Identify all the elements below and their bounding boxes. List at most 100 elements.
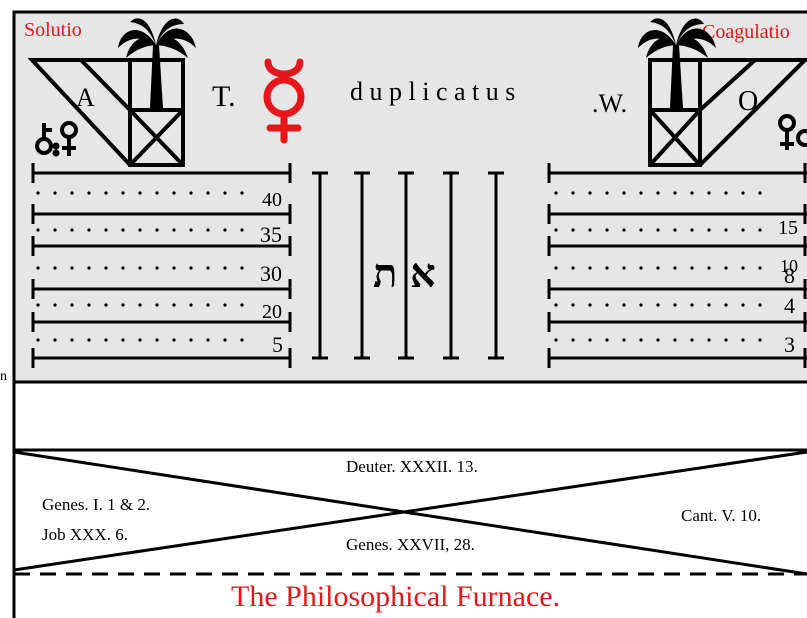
scale-dot <box>673 228 677 232</box>
scale-dot <box>121 303 125 307</box>
scale-dot <box>189 266 193 270</box>
right-scale-mark-10: 10 <box>780 256 798 276</box>
scale-dot <box>622 191 626 195</box>
scale-dot <box>104 266 108 270</box>
scale-dot <box>121 266 125 270</box>
scale-dot <box>554 228 558 232</box>
left-scale-mark-20: 20 <box>262 301 282 323</box>
left-edge-mark: n <box>0 369 7 384</box>
scale-dot <box>571 228 575 232</box>
scale-dot <box>138 338 142 342</box>
scale-dot <box>656 303 660 307</box>
scale-dot <box>189 338 193 342</box>
scale-dot <box>53 338 57 342</box>
scale-dot <box>724 228 728 232</box>
scale-dot <box>622 303 626 307</box>
scale-dot <box>605 266 609 270</box>
scale-dot <box>588 191 592 195</box>
right-scale-mark-8: 8 <box>784 263 795 288</box>
scale-dot <box>87 191 91 195</box>
left-scale-mark-30: 30 <box>260 261 282 286</box>
scale-dot <box>155 228 159 232</box>
scale-dot <box>639 191 643 195</box>
scale-dot <box>605 191 609 195</box>
scale-dot <box>741 228 745 232</box>
scale-dot <box>707 191 711 195</box>
left-scale-mark-40: 40 <box>262 189 282 211</box>
scale-dot <box>155 303 159 307</box>
scale-dot <box>622 266 626 270</box>
solutio-label: Solutio <box>24 19 82 41</box>
scale-dot <box>206 228 210 232</box>
scale-dot <box>155 266 159 270</box>
right-scale <box>547 163 807 368</box>
scale-dot <box>656 228 660 232</box>
scale-dot <box>121 338 125 342</box>
ref-left-line2: Job XXX. 6. <box>42 525 128 544</box>
hebrew-tav: ת <box>373 251 397 296</box>
scale-dot <box>588 266 592 270</box>
scale-dot <box>104 303 108 307</box>
palm-tree-icon <box>118 18 196 108</box>
scale-dot <box>104 338 108 342</box>
scale-dot <box>758 338 762 342</box>
page-title: The Philosophical Furnace. <box>231 580 560 613</box>
scale-dot <box>605 338 609 342</box>
scale-dot <box>741 303 745 307</box>
right-scale-mark-3: 3 <box>784 332 795 357</box>
letter-t: T. <box>212 80 236 113</box>
scale-dot <box>690 303 694 307</box>
scale-dot <box>639 228 643 232</box>
scale-dot <box>87 303 91 307</box>
scale-dot <box>741 266 745 270</box>
scale-dot <box>121 228 125 232</box>
duplicatus-label: d u p l i c a t u s <box>350 77 515 106</box>
scale-dot <box>707 266 711 270</box>
scale-dot <box>673 266 677 270</box>
scale-dot <box>758 191 762 195</box>
scale-dot <box>741 338 745 342</box>
scale-dot <box>656 266 660 270</box>
scale-dot <box>673 303 677 307</box>
scale-dot <box>53 228 57 232</box>
scale-dot <box>36 303 40 307</box>
scale-dot <box>206 191 210 195</box>
scale-dot <box>741 191 745 195</box>
scale-dot <box>588 228 592 232</box>
hebrew-aleph: א <box>410 251 436 296</box>
scale-dot <box>240 191 244 195</box>
upper-panel <box>12 10 807 384</box>
cross-line-1 <box>13 450 807 576</box>
scale-dot <box>758 303 762 307</box>
scale-dot <box>223 191 227 195</box>
scale-dot <box>588 303 592 307</box>
scale-dot <box>707 228 711 232</box>
scale-dot <box>87 266 91 270</box>
scale-dot <box>121 191 125 195</box>
ref-top: Deuter. XXXII. 13. <box>346 457 478 476</box>
scale-dot <box>87 228 91 232</box>
scale-dot <box>758 228 762 232</box>
letter-a: A <box>76 83 95 112</box>
scale-dot <box>206 266 210 270</box>
scale-dot <box>656 338 660 342</box>
scale-dot <box>172 266 176 270</box>
scale-dot <box>172 228 176 232</box>
middle-section <box>12 382 807 618</box>
scale-dot <box>707 338 711 342</box>
scale-dot <box>36 338 40 342</box>
left-vessel <box>27 58 185 167</box>
scale-dot <box>36 228 40 232</box>
ref-bottom: Genes. XXVII, 28. <box>346 535 475 554</box>
scale-dot <box>189 191 193 195</box>
left-scale-mark-5: 5 <box>272 332 283 357</box>
scale-dot <box>138 266 142 270</box>
scale-dot <box>223 266 227 270</box>
scale-dot <box>36 191 40 195</box>
scale-dot <box>554 191 558 195</box>
scale-dot <box>554 303 558 307</box>
mercury-symbol-icon <box>263 58 305 144</box>
scale-dot <box>155 338 159 342</box>
scale-dot <box>240 228 244 232</box>
key-glyph-icon <box>35 121 78 157</box>
